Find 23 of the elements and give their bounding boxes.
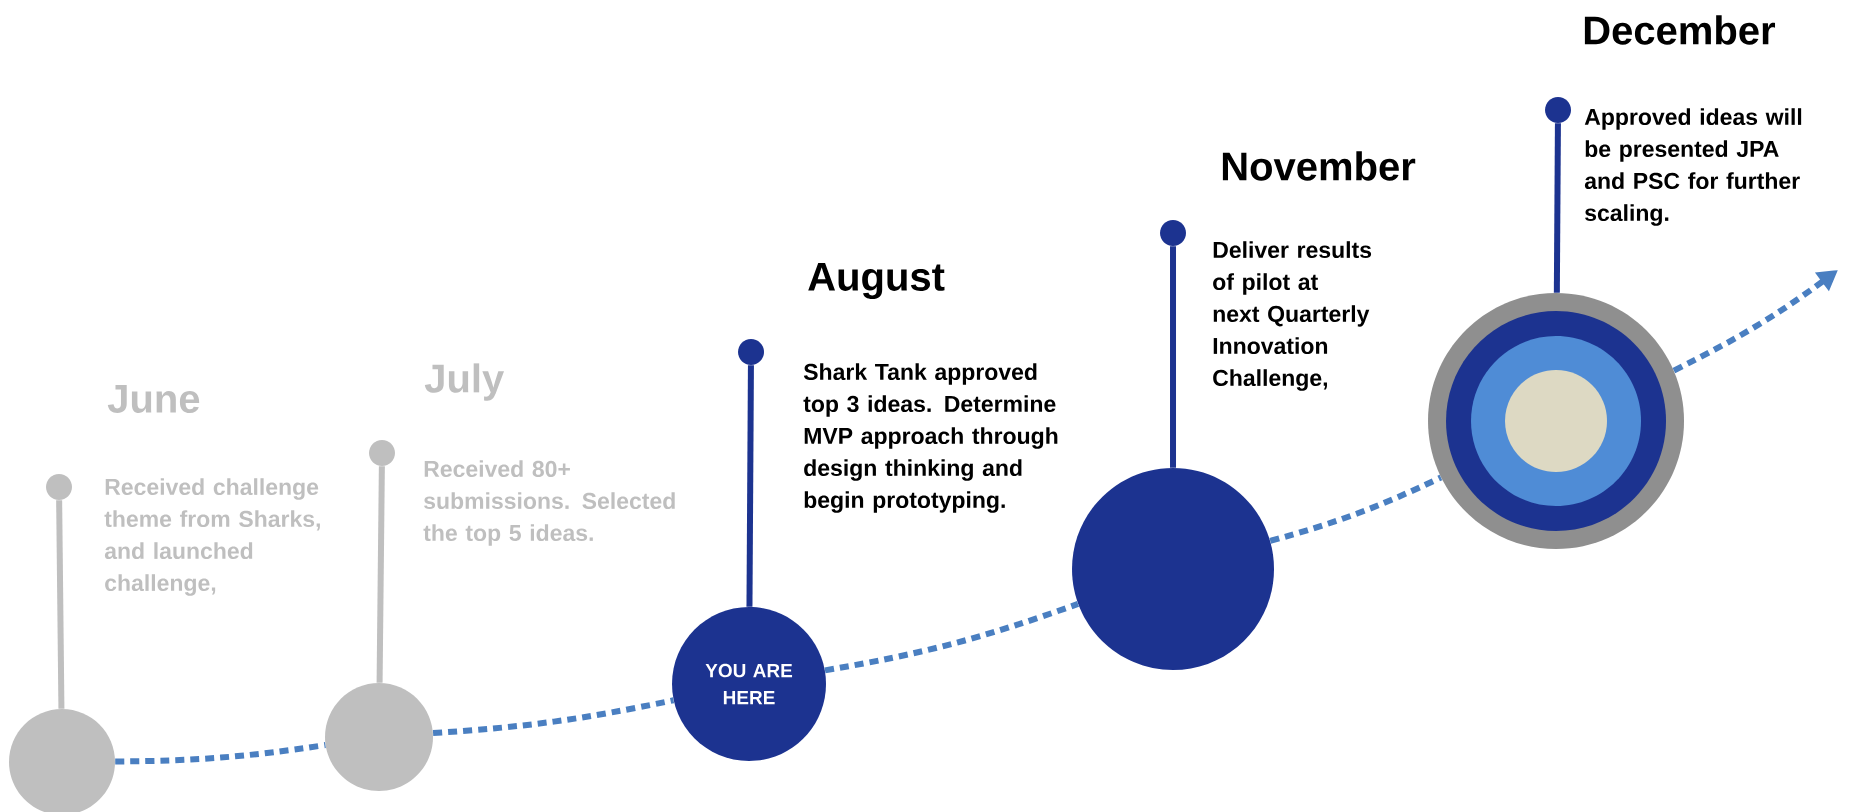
milestone-circle — [325, 683, 433, 791]
target-circle — [1428, 293, 1684, 549]
dotted-line — [1269, 474, 1443, 544]
dotted-line — [824, 601, 1080, 674]
dotted-line — [115, 742, 326, 765]
milestone-dot — [46, 474, 72, 500]
stem-line — [1553, 123, 1561, 293]
milestone-description: Shark Tank approved top 3 ideas. Determine MVP approach through design thinking and begin prototyping. — [803, 363, 1058, 513]
milestone-dot — [369, 440, 395, 466]
milestone-description: Approved ideas will be presented JPA and PSC for further scaling. — [1584, 108, 1802, 226]
milestone-dot — [1160, 220, 1186, 246]
stem-line — [56, 500, 65, 709]
milestone-description: Deliver results of pilot at next Quarterly Innovation Challenge, — [1213, 241, 1372, 391]
stem-line — [746, 365, 754, 607]
stem-line — [376, 466, 385, 683]
dotted-line — [432, 697, 675, 737]
stem-line — [1170, 246, 1176, 468]
milestone-dot — [1545, 97, 1571, 123]
milestone-description: Received challenge theme from Sharks, and launched challenge, — [104, 478, 320, 596]
milestone-dot — [738, 339, 764, 365]
milestone-description: Received 80+ submissions. Selected the top 5 ideas. — [423, 460, 675, 546]
month-heading: November — [1222, 151, 1416, 181]
milestone-circle — [1072, 468, 1274, 670]
